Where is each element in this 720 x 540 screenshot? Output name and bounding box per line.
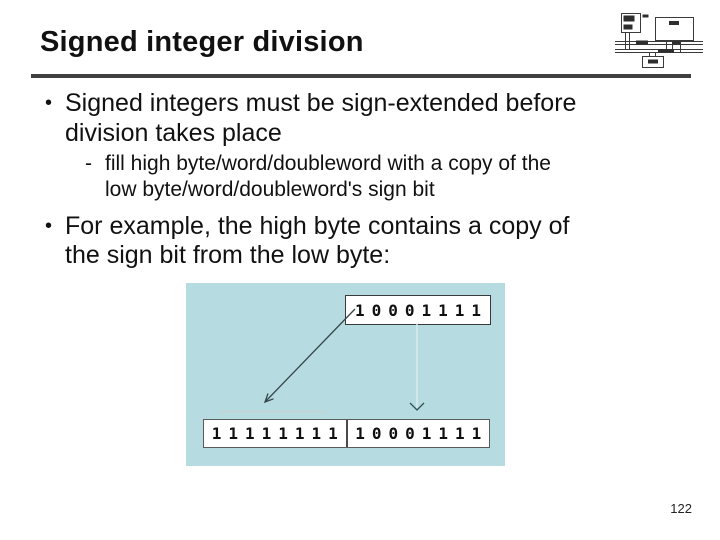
result-register-row: 11111111 10001111 — [203, 419, 490, 448]
title-divider-rule — [31, 74, 691, 78]
high-byte-box: 11111111 — [204, 420, 348, 447]
high-byte-value: 11111111 — [211, 424, 345, 443]
sub-bullet-fill-high: - fill high byte/word/doubleword with a … — [85, 151, 551, 203]
vertical-arrowhead — [409, 402, 425, 411]
bullet-example: • For example, the high byte contains a … — [45, 212, 569, 270]
bullet-line: the sign bit from the low byte: — [65, 241, 391, 269]
bullet-line: fill high byte/word/doubleword with a co… — [105, 152, 551, 175]
sub-bullet-text: fill high byte/word/doubleword with a co… — [105, 151, 551, 203]
cpu-bus-block-diagram-logo-icon — [615, 13, 703, 68]
bullet-text: For example, the high byte contains a co… — [65, 212, 569, 270]
bullet-dot: • — [45, 215, 53, 237]
bullet-line: For example, the high byte contains a co… — [65, 212, 570, 240]
low-byte-value: 10001111 — [355, 424, 489, 443]
bullet-line: division takes place — [65, 119, 282, 147]
bullet-line: low byte/word/doubleword's sign bit — [105, 178, 435, 201]
bullet-line: Signed integers must be sign-extended be… — [65, 89, 577, 117]
bullet-dot: • — [45, 92, 53, 114]
page-number: 122 — [670, 501, 692, 516]
bullet-sign-extend: • Signed integers must be sign-extended … — [45, 88, 576, 148]
sub-bullet-dash: - — [85, 152, 92, 175]
source-byte-value: 10001111 — [354, 300, 489, 320]
diagonal-arrowhead — [263, 393, 274, 404]
sign-extension-diagram: 10001111 11111111 10001111 — [186, 283, 505, 466]
bullet-text: Signed integers must be sign-extended be… — [65, 88, 576, 148]
diagonal-arrow-line — [264, 308, 356, 403]
source-byte-box: 10001111 — [345, 295, 491, 325]
slide-title: Signed integer division — [40, 26, 364, 58]
low-byte-box: 10001111 — [348, 420, 490, 447]
